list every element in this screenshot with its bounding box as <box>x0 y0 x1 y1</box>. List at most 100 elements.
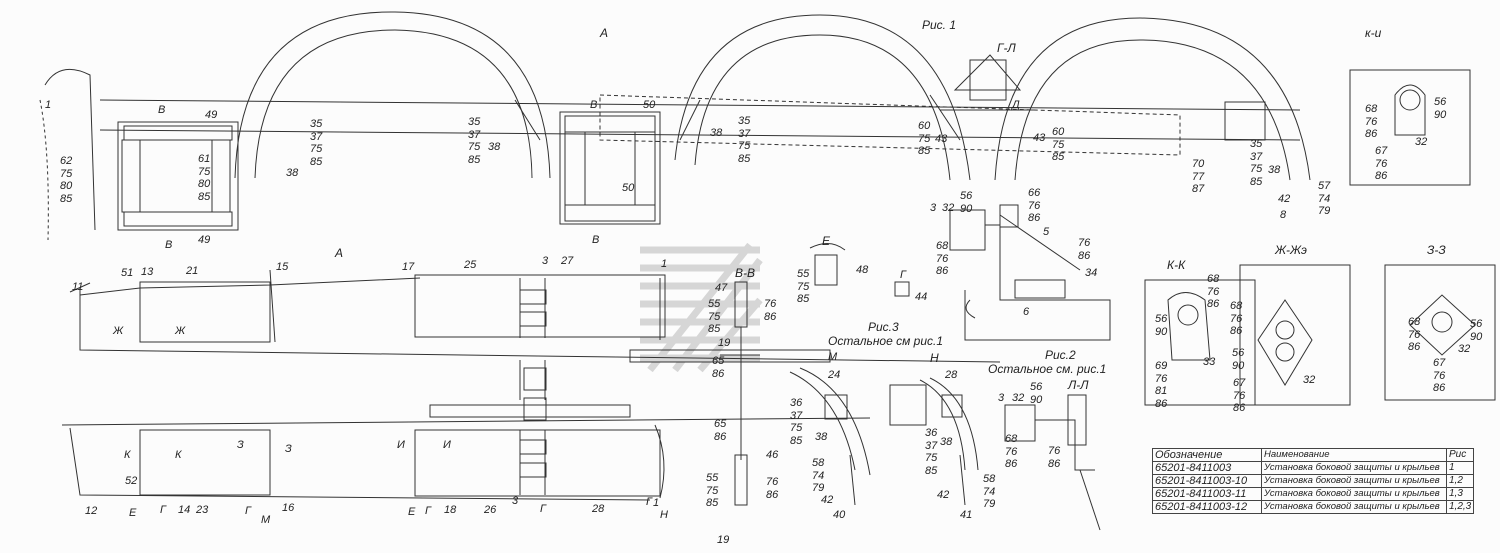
table-row: 65201-8411003-10 Установка боковой защит… <box>1152 474 1475 488</box>
callout-55a: 55 75 85 <box>708 298 721 335</box>
spec-header-row: Обозначение Наименование Рис <box>1152 448 1475 462</box>
callout-5: 5 <box>1043 226 1050 238</box>
spec-designation: 65201-8411003 <box>1152 461 1262 475</box>
callout-56c: 56 90 <box>1030 381 1043 406</box>
callout-70: 70 77 87 <box>1192 158 1205 195</box>
callout-38f: 38 <box>940 436 953 448</box>
callout-28a: 28 <box>945 369 958 381</box>
callout-g2: Г <box>245 505 251 517</box>
callout-1b: 1 <box>661 258 668 270</box>
callout-40: 40 <box>833 509 846 521</box>
callout-zh2: Ж <box>175 325 186 337</box>
side-view-lower <box>61 397 871 501</box>
callout-6: 6 <box>1023 306 1030 318</box>
section-kk <box>1144 279 1256 406</box>
callout-m: М <box>828 351 838 363</box>
fig3-detail <box>789 367 871 506</box>
callout-24: 24 <box>828 369 841 381</box>
table-row: 65201-8411003 Установка боковой защиты и… <box>1152 461 1475 475</box>
callout-15: 15 <box>276 261 289 273</box>
callout-65a: 65 86 <box>712 355 725 380</box>
callout-32d: 32 <box>1303 374 1316 386</box>
callout-57: 57 74 79 <box>1318 180 1331 217</box>
detail-n <box>889 377 979 506</box>
callout-23: 23 <box>196 504 209 516</box>
callout-76a: 76 86 <box>764 298 777 323</box>
callout-e1: Е <box>129 507 137 519</box>
callout-32c: 32 <box>1012 392 1025 404</box>
callout-19a: 19 <box>718 337 731 349</box>
callout-m2: М <box>261 514 271 526</box>
callout-56b: 56 90 <box>960 190 973 215</box>
callout-46: 46 <box>766 449 779 461</box>
callout-48: 48 <box>856 264 869 276</box>
callout-3a: 3 <box>542 255 549 267</box>
callout-26: 26 <box>484 504 497 516</box>
callout-i1: И <box>397 439 405 451</box>
callout-67a: 67 76 86 <box>1375 145 1388 182</box>
callout-68e: 68 76 86 <box>1230 300 1243 337</box>
section-ki <box>1349 69 1471 186</box>
spec-designation: 65201-8411003-10 <box>1152 474 1262 488</box>
callout-v3: В <box>590 99 598 111</box>
callout-35a: 35 37 75 85 <box>310 118 323 168</box>
callout-47: 47 <box>715 282 728 294</box>
callout-g5: Г <box>646 496 652 508</box>
spec-name: Установка боковой защиты и крыльев <box>1261 500 1447 514</box>
callout-61: 61 75 80 85 <box>198 153 211 203</box>
callout-35c: 35 37 75 85 <box>738 115 751 165</box>
fig2-title: Рис.2 <box>1045 348 1076 362</box>
callout-68c: 68 76 86 <box>1005 433 1018 470</box>
callout-68f: 68 76 86 <box>1408 316 1421 353</box>
callout-76b: 76 86 <box>1078 237 1091 262</box>
spec-fig: 1,2 <box>1445 474 1475 488</box>
callout-32a: 32 <box>1415 136 1428 148</box>
callout-38e: 38 <box>815 431 828 443</box>
callout-g1: Г <box>160 504 166 516</box>
spec-name: Установка боковой защиты и крыльев <box>1261 487 1447 501</box>
callout-i2: И <box>443 439 451 451</box>
spec-fig: 1,2,3 <box>1445 500 1475 514</box>
spec-fig: 1,3 <box>1445 487 1475 501</box>
side-view-a <box>69 269 1001 400</box>
callout-56e: 56 90 <box>1232 347 1245 372</box>
fender-arches <box>234 11 1311 181</box>
callout-16: 16 <box>282 502 295 514</box>
callout-49a: 49 <box>205 109 218 121</box>
section-gl-title: Г-Л <box>997 41 1016 55</box>
spec-name: Установка боковой защиты и крыльев <box>1261 461 1447 475</box>
callout-g4: Г <box>540 503 546 515</box>
callout-65b: 65 86 <box>714 418 727 443</box>
callout-58a: 58 74 79 <box>812 457 825 494</box>
callout-z2: З <box>285 443 292 455</box>
callout-v1: В <box>158 104 166 116</box>
callout-36b: 36 37 75 85 <box>925 427 938 477</box>
section-vv <box>720 281 760 506</box>
callout-33: 33 <box>1203 356 1216 368</box>
callout-8: 8 <box>1280 209 1287 221</box>
callout-67b: 67 76 86 <box>1233 377 1246 414</box>
view-a-title: А <box>335 246 344 260</box>
callout-38b: 38 <box>488 141 501 153</box>
callout-67c: 67 76 86 <box>1433 357 1446 394</box>
callout-e2: Е <box>408 506 416 518</box>
callout-41: 41 <box>960 509 973 521</box>
callout-68d: 68 76 86 <box>1207 273 1220 310</box>
callout-3d: 3 <box>512 495 519 507</box>
table-row: 65201-8411003-12 Установка боковой защит… <box>1152 500 1475 514</box>
callout-v2: В <box>165 239 173 251</box>
callout-11: 11 <box>72 281 84 293</box>
detail-n-title: Н <box>930 351 939 365</box>
section-kk-title: К-К <box>1167 258 1186 272</box>
detail-e <box>809 243 910 297</box>
callout-z1: З <box>237 439 244 451</box>
callout-56d: 56 90 <box>1155 313 1168 338</box>
spec-header-name: Наименование <box>1261 448 1447 462</box>
callout-69: 69 76 81 86 <box>1155 360 1168 410</box>
callout-32b: 32 <box>942 202 955 214</box>
callout-g3: Г <box>425 505 431 517</box>
callout-zh1: Ж <box>113 325 124 337</box>
callout-36a: 36 37 75 85 <box>790 397 803 447</box>
fig1-title: Рис. 1 <box>922 18 957 32</box>
